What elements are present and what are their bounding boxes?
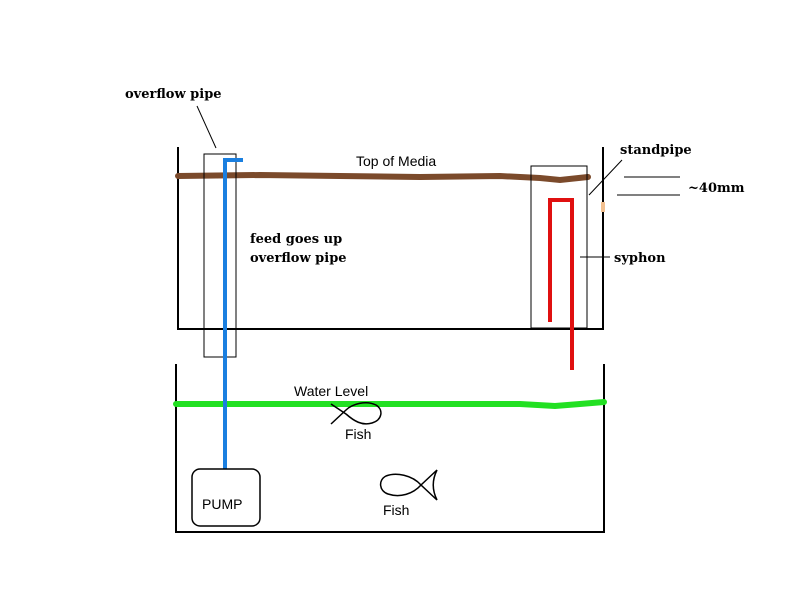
fish-upper-label: Fish	[345, 426, 371, 442]
feed-pipe	[223, 158, 243, 469]
media-line	[175, 171, 591, 184]
fish-lower-icon	[379, 469, 438, 501]
gap-marker	[601, 202, 605, 212]
fish-lower-label: Fish	[383, 502, 409, 518]
overflow-pipe-label: overflow pipe	[125, 87, 222, 102]
water-level-label: Water Level	[294, 383, 368, 399]
feed-label-line2: overflow pipe	[250, 251, 347, 266]
syphon-label: syphon	[614, 251, 666, 266]
overflow-pipe	[203, 153, 237, 358]
standpipe-pointer	[588, 159, 623, 196]
standpipe	[530, 165, 588, 329]
pump	[191, 468, 261, 527]
fish-upper-icon	[330, 402, 382, 425]
standpipe-label: standpipe	[620, 143, 692, 158]
fish-tank	[175, 364, 605, 533]
syphon-pipe	[548, 198, 574, 370]
overflow-pipe-pointer	[196, 105, 217, 149]
top-of-media-label: Top of Media	[356, 153, 436, 169]
water-level-line	[173, 399, 607, 410]
grow-bed	[177, 147, 604, 330]
feed-label-line1: feed goes up	[250, 232, 342, 247]
gap-measure-label: ~40mm	[688, 181, 745, 196]
pump-label: PUMP	[202, 496, 242, 512]
